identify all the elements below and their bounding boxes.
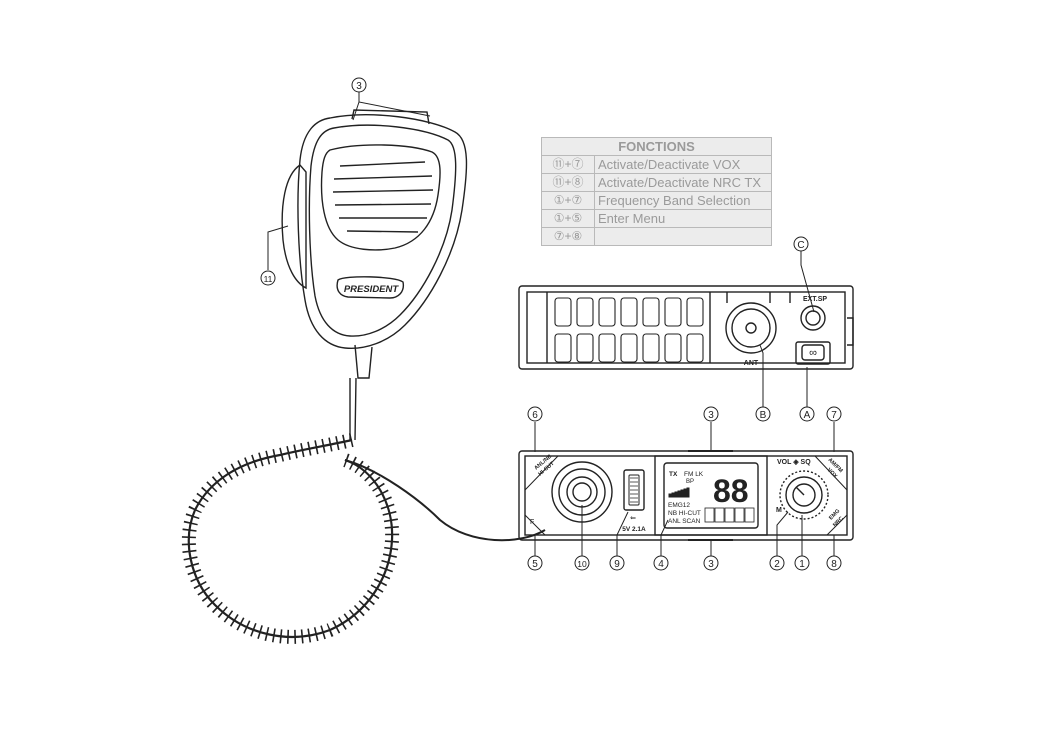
key-combo: ①+⑦ <box>542 192 595 210</box>
callout-3-top: 3 <box>704 407 718 421</box>
callout-8: 8 <box>827 556 841 570</box>
svg-text:C: C <box>797 240 804 251</box>
lcd-top-icons: FM LK <box>684 471 704 478</box>
usb-label: 5V 2.1A <box>622 526 646 533</box>
function-action: Enter Menu <box>595 210 772 228</box>
callout-5: 5 <box>528 556 542 570</box>
callout-10: 10 <box>575 556 589 570</box>
svg-text:⇐: ⇐ <box>630 515 636 522</box>
rear-panel: ANT EXT.SP ∞ <box>519 286 853 369</box>
callout-1: 1 <box>795 556 809 570</box>
functions-table-title: FONCTIONS <box>542 138 772 156</box>
callout-3-bottom: 3 <box>704 556 718 570</box>
svg-text:9: 9 <box>614 559 620 570</box>
function-action: Frequency Band Selection <box>595 192 772 210</box>
svg-text:A: A <box>804 410 811 421</box>
callout-7: 7 <box>827 407 841 421</box>
callout-a: A <box>800 407 814 421</box>
table-row: ⑪+⑧ Activate/Deactivate NRC TX <box>542 174 772 192</box>
lcd-nb-hicut: NB HI-CUT <box>668 510 701 517</box>
key-combo: ⑪+⑦ <box>542 156 595 174</box>
lcd-emg: EMG12 <box>668 502 690 509</box>
function-action: Activate/Deactivate VOX <box>595 156 772 174</box>
m-label: M <box>776 507 782 514</box>
front-panel: ANL/NB HI-CUT F ⇐ 5V 2.1A TX FM LK BP 88 <box>519 451 853 540</box>
svg-text:5: 5 <box>532 559 538 570</box>
svg-text:∞: ∞ <box>809 347 817 359</box>
table-row: ⑪+⑦ Activate/Deactivate VOX <box>542 156 772 174</box>
svg-text:3: 3 <box>708 559 714 570</box>
svg-text:8: 8 <box>831 559 837 570</box>
svg-text:6: 6 <box>532 410 538 421</box>
svg-text:B: B <box>760 410 767 421</box>
callout-4: 4 <box>654 556 668 570</box>
table-row: ①+⑦ Frequency Band Selection <box>542 192 772 210</box>
callout-11: 11 <box>261 271 275 285</box>
svg-text:7: 7 <box>831 410 837 421</box>
callout-c: C <box>794 237 808 251</box>
callout-b: B <box>756 407 770 421</box>
lcd-tx: TX <box>669 471 678 478</box>
table-row: ⑦+⑧ <box>542 228 772 246</box>
callout-6: 6 <box>528 407 542 421</box>
microphone: PRESIDENT <box>282 110 466 440</box>
key-combo: ⑪+⑧ <box>542 174 595 192</box>
svg-text:2: 2 <box>774 559 780 570</box>
coiled-cord <box>189 440 545 637</box>
callout-2: 2 <box>770 556 784 570</box>
lcd-anl-scan: ANL SCAN <box>668 518 701 525</box>
functions-table: FONCTIONS ⑪+⑦ Activate/Deactivate VOX ⑪+… <box>541 137 772 246</box>
lcd-signal-bars <box>669 488 689 497</box>
mic-brand: PRESIDENT <box>344 284 400 295</box>
key-combo: ⑦+⑧ <box>542 228 595 246</box>
ant-label: ANT <box>744 360 759 367</box>
ext-sp-label: EXT.SP <box>803 296 827 303</box>
svg-text:11: 11 <box>264 274 273 284</box>
svg-text:10: 10 <box>577 559 587 569</box>
callout-9: 9 <box>610 556 624 570</box>
svg-text:3: 3 <box>356 81 362 92</box>
lcd-bp: BP <box>686 479 694 485</box>
function-action <box>595 228 772 246</box>
vol-sq-label: VOL ◈ SQ <box>777 459 811 466</box>
callout-3-mic: 3 <box>352 78 366 92</box>
f-label: F <box>530 519 534 526</box>
ant-connector <box>726 303 776 353</box>
function-action: Activate/Deactivate NRC TX <box>595 174 772 192</box>
table-row: ①+⑤ Enter Menu <box>542 210 772 228</box>
svg-text:1: 1 <box>799 559 805 570</box>
lcd-digits: 88 <box>713 473 749 509</box>
key-combo: ①+⑤ <box>542 210 595 228</box>
svg-text:3: 3 <box>708 410 714 421</box>
svg-text:4: 4 <box>658 559 664 570</box>
